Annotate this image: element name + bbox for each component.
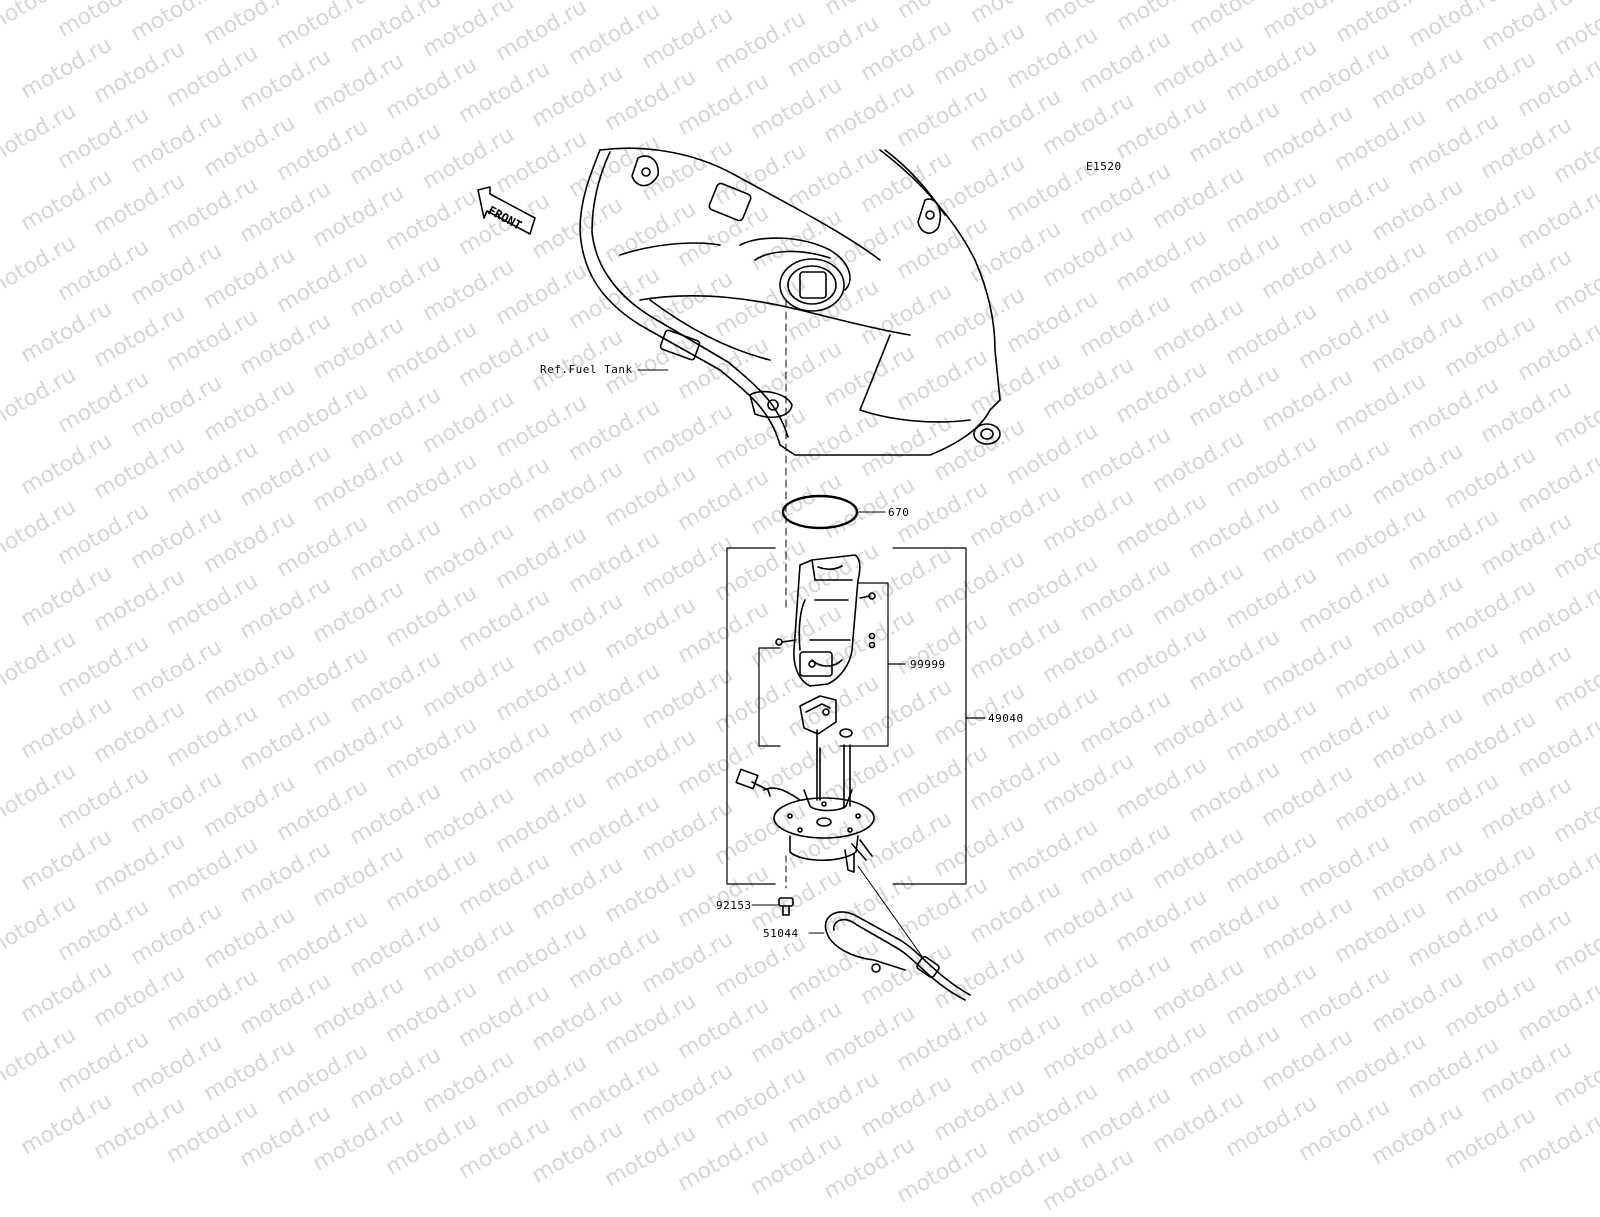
diagram-code-label: E1520 [1086, 160, 1122, 173]
o-ring-part [781, 494, 886, 530]
part-number-670[interactable]: 670 [888, 506, 910, 519]
part-number-92153[interactable]: 92153 [716, 899, 752, 912]
fuel-pump-assembly-bracket [726, 547, 986, 885]
fuel-hose-part [808, 865, 971, 1001]
pump-flange [735, 768, 875, 873]
pump-subassembly-bracket [758, 582, 906, 747]
fuel-pump-body [775, 554, 876, 809]
front-arrow-icon: FRONT [477, 186, 536, 235]
bolt-part [751, 855, 794, 916]
part-number-99999[interactable]: 99999 [910, 658, 946, 671]
part-number-51044[interactable]: 51044 [763, 927, 799, 940]
fuel-tank-illustration [579, 147, 1001, 611]
part-number-49040[interactable]: 49040 [988, 712, 1024, 725]
reference-fuel-tank-label: Ref.Fuel Tank [540, 363, 633, 376]
